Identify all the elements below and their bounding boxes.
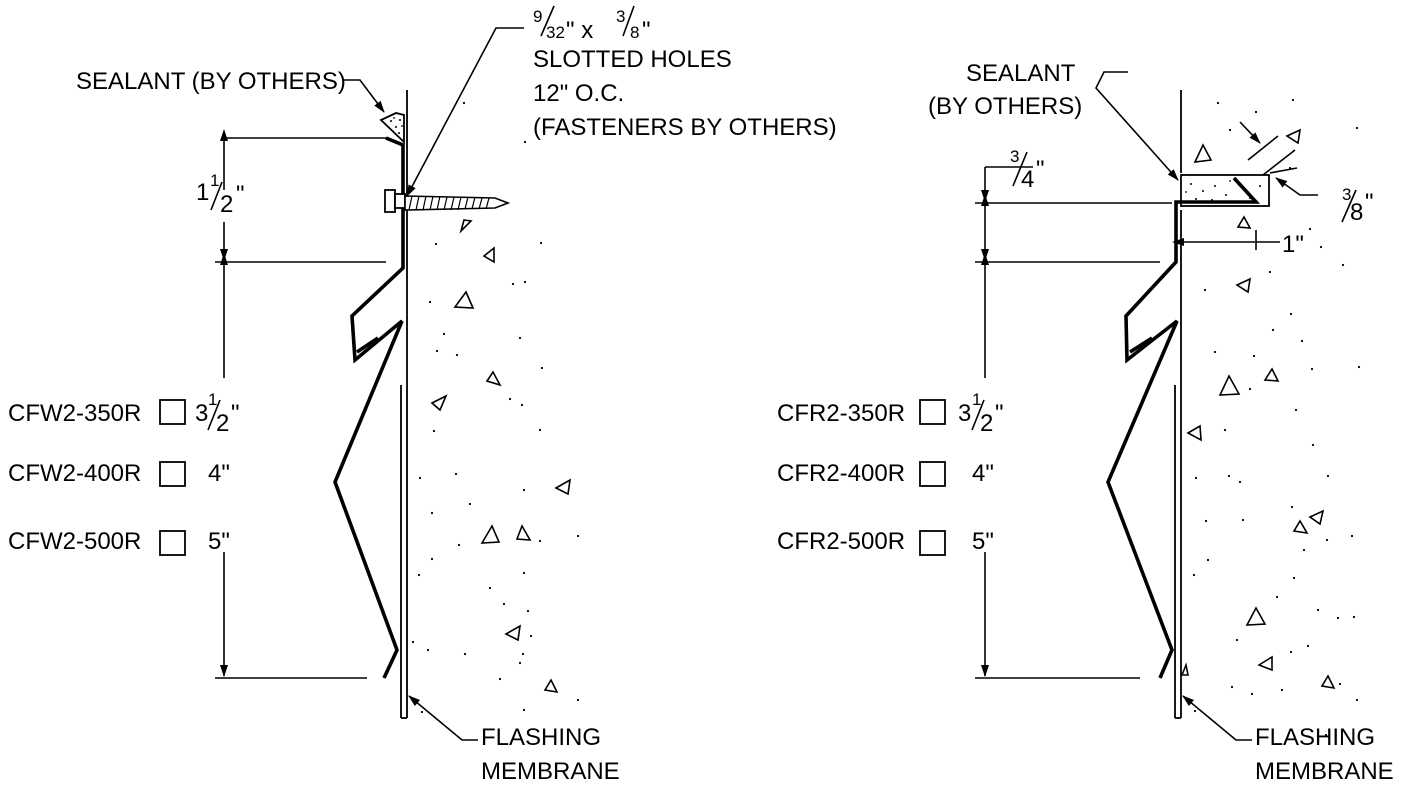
svg-text:": " <box>995 400 1004 427</box>
svg-text:2: 2 <box>220 191 233 218</box>
svg-text:4: 4 <box>1021 166 1034 193</box>
svg-text:3: 3 <box>1010 147 1019 166</box>
right-detail: SEALANT (BY OTHERS) 3 4 " 3 8 " 1" CFR2-… <box>777 60 1394 785</box>
svg-text:8: 8 <box>1350 199 1363 226</box>
left-dim-top-label: 1 1 2 " <box>196 171 245 218</box>
svg-text:3: 3 <box>195 400 208 427</box>
left-slot-line-1: SLOTTED HOLES <box>533 46 732 73</box>
svg-text:": " <box>1036 156 1045 183</box>
right-dim-sealant-label: 3 8 " <box>1341 185 1374 226</box>
svg-text:CFR2-400R: CFR2-400R <box>777 460 905 487</box>
svg-text:1: 1 <box>208 390 217 409</box>
left-hole-size: 9 32 " x 3 8 " <box>533 5 651 44</box>
right-option-3: CFR2-500R 5" <box>777 528 994 556</box>
svg-text:1: 1 <box>972 390 981 409</box>
left-flashing-label-1: FLASHING <box>481 724 601 751</box>
right-flashing-label-1: FLASHING <box>1255 724 1375 751</box>
svg-text:1: 1 <box>210 171 219 190</box>
right-dim-top-label: 3 4 " <box>1010 147 1045 193</box>
left-concrete-aggregate <box>430 219 572 694</box>
svg-text:": " <box>1365 189 1374 216</box>
right-option-checkbox-3[interactable] <box>919 530 946 556</box>
svg-text:32: 32 <box>546 23 565 42</box>
svg-text:5": 5" <box>972 528 994 555</box>
svg-text:CFW2-400R: CFW2-400R <box>8 460 141 487</box>
svg-text:2: 2 <box>216 410 229 437</box>
left-fastener <box>384 189 511 213</box>
right-flashing-label-2: MEMBRANE <box>1255 758 1394 785</box>
right-option-checkbox-2[interactable] <box>919 461 946 487</box>
svg-text:8: 8 <box>630 23 639 42</box>
svg-text:3: 3 <box>1342 185 1351 204</box>
left-flashing-label-2: MEMBRANE <box>481 758 620 785</box>
left-detail: SEALANT (BY OTHERS) 9 32 " x 3 8 " SLOTT… <box>8 5 837 785</box>
svg-text:4": 4" <box>972 460 994 487</box>
svg-text:1: 1 <box>196 179 209 206</box>
left-sealant-bead <box>379 112 405 145</box>
right-option-checkbox-1[interactable] <box>919 399 946 425</box>
left-metal-profile <box>333 136 405 679</box>
svg-text:CFR2-350R: CFR2-350R <box>777 400 905 427</box>
left-slot-line-2: 12" O.C. <box>533 80 624 107</box>
left-option-1: CFW2-350R 3 1 2 " <box>8 390 240 437</box>
svg-text:" x: " x <box>566 17 593 44</box>
left-option-checkbox-3[interactable] <box>159 530 186 556</box>
svg-text:3: 3 <box>616 7 625 26</box>
right-concrete-aggregate <box>1180 128 1336 690</box>
svg-text:": " <box>642 17 651 44</box>
svg-text:": " <box>231 400 240 427</box>
left-option-checkbox-1[interactable] <box>159 399 186 425</box>
left-sealant-label: SEALANT (BY OTHERS) <box>76 68 346 95</box>
svg-text:3: 3 <box>958 400 971 427</box>
left-option-checkbox-2[interactable] <box>159 461 186 487</box>
svg-text:2: 2 <box>980 410 993 437</box>
svg-text:4": 4" <box>208 460 230 487</box>
right-sealant-label-1: SEALANT <box>966 60 1076 87</box>
left-option-3: CFW2-500R 5" <box>8 528 230 556</box>
svg-text:CFR2-500R: CFR2-500R <box>777 528 905 555</box>
right-dim-reveal-label: 1" <box>1282 231 1304 258</box>
right-sealant-label-2: (BY OTHERS) <box>928 93 1082 120</box>
left-option-2: CFW2-400R 4" <box>8 460 230 487</box>
left-slot-line-3: (FASTENERS BY OTHERS) <box>533 114 837 141</box>
svg-text:5": 5" <box>208 528 230 555</box>
svg-text:CFW2-350R: CFW2-350R <box>8 400 141 427</box>
svg-text:CFW2-500R: CFW2-500R <box>8 528 141 555</box>
right-metal-profile <box>1106 176 1261 679</box>
right-option-2: CFR2-400R 4" <box>777 460 994 487</box>
right-option-1: CFR2-350R 3 1 2 " <box>777 390 1004 437</box>
svg-text:9: 9 <box>533 7 542 26</box>
svg-text:": " <box>236 181 245 208</box>
